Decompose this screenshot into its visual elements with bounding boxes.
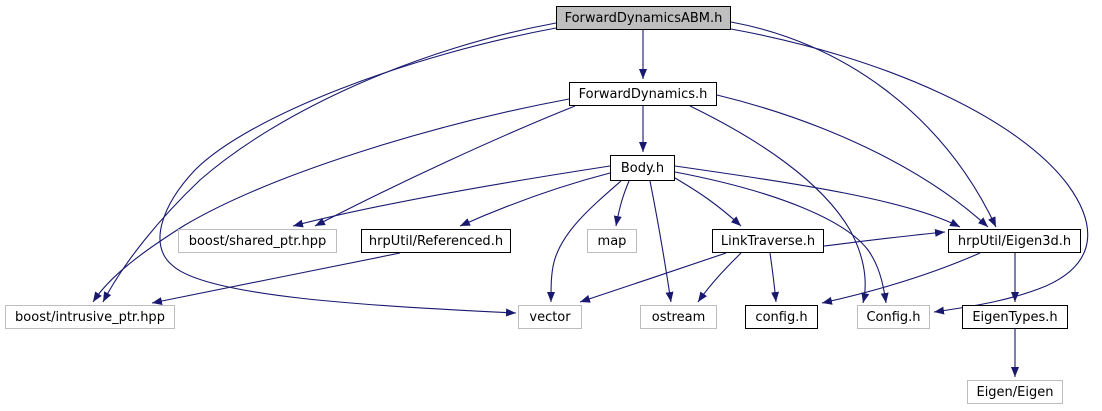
node-forwarddynamicsabm-h: ForwardDynamicsABM.h (556, 6, 731, 30)
edge-body-to-map (613, 180, 630, 227)
edge-fd-to-intrusive (92, 98, 570, 303)
edge-body-to-configu (674, 171, 889, 304)
node-boost-intrusive-ptr-hpp: boost/intrusive_ptr.hpp (5, 305, 175, 329)
node-map: map (587, 229, 637, 253)
edge-fd-to-configu (689, 105, 870, 304)
edge-body-to-vector (547, 180, 622, 303)
node-linktraverse-h[interactable]: LinkTraverse.h (712, 229, 824, 253)
node-hrputil-eigen3d-h[interactable]: hrpUtil/Eigen3d.h (948, 229, 1081, 253)
node-eigentypes-h[interactable]: EigenTypes.h (962, 305, 1068, 329)
edge-body-to-shared (292, 165, 611, 228)
edge-referenced-to-intrusive (151, 252, 401, 305)
edge-lt-to-eigen3d (823, 228, 946, 247)
edge-fd-to-eigen3d (716, 94, 989, 228)
edge-abm-to-intrusive (102, 22, 557, 303)
node-vector: vector (518, 305, 582, 329)
edge-body-to-ostream (649, 180, 674, 303)
node-boost-shared-ptr-hpp: boost/shared_ptr.hpp (178, 229, 337, 253)
edge-abm-to-vector (159, 27, 557, 317)
node-ostream: ostream (640, 305, 717, 329)
edge-body-to-eigen3d (674, 165, 961, 228)
edge-eigen3d-to-configl (821, 252, 981, 305)
node-eigen-eigen: Eigen/Eigen (967, 380, 1063, 404)
node-hrputil-referenced-h[interactable]: hrpUtil/Referenced.h (361, 229, 511, 253)
node-forwarddynamics-h[interactable]: ForwardDynamics.h (569, 82, 717, 106)
node-config-h-upper: Config.h (857, 305, 930, 329)
edge-abm-to-eigen3d (730, 21, 997, 228)
edge-fd-to-shared (314, 105, 576, 227)
edge-lt-to-vector (579, 252, 727, 303)
node-body-h[interactable]: Body.h (610, 155, 675, 181)
edge-lt-to-ostream (697, 252, 742, 303)
edge-body-to-referenced (459, 172, 611, 227)
edge-body-to-lt (674, 177, 742, 227)
node-config-h-lower[interactable]: config.h (745, 305, 818, 329)
edge-lt-to-configl (769, 252, 780, 303)
